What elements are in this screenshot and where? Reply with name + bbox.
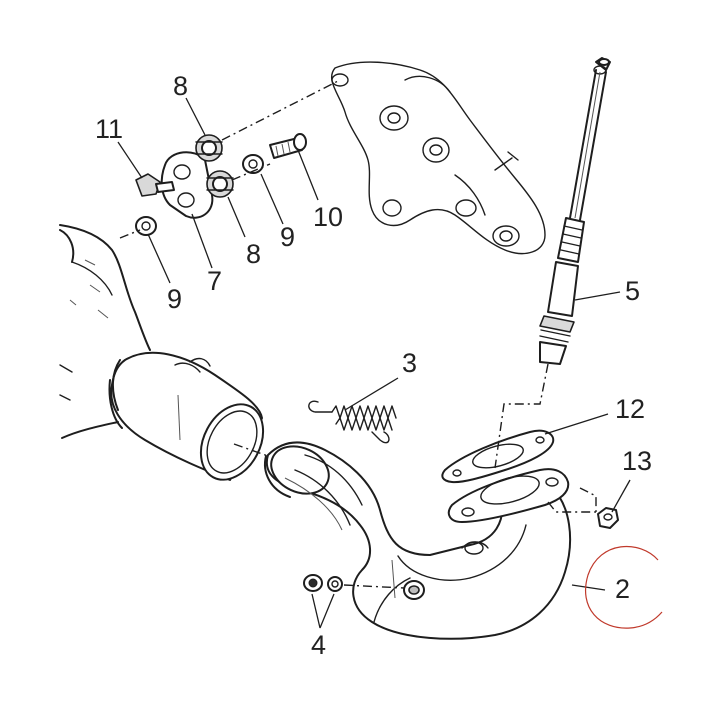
callout-5: 5 [625, 276, 640, 306]
callout-8-lower: 8 [246, 239, 261, 269]
callout-13: 13 [622, 446, 652, 476]
drain-bolt [303, 574, 343, 592]
assembly-line-pipe [233, 443, 269, 457]
pulley-upper [195, 134, 223, 162]
silencer-body [59, 224, 151, 439]
frame-bracket [330, 61, 546, 255]
leader-lines [117, 97, 631, 629]
callout-9-right: 9 [280, 222, 295, 252]
washer-left [135, 216, 157, 236]
link-pipe [108, 351, 265, 481]
callout-11: 11 [95, 114, 123, 144]
callout-9-left: 9 [167, 284, 182, 314]
pulley-bracket [160, 151, 214, 219]
flange [447, 468, 570, 523]
callout-12: 12 [615, 394, 645, 424]
pulley-lower [206, 170, 234, 198]
callout-10: 10 [313, 202, 343, 232]
bolt-10 [269, 133, 307, 159]
knob-11 [135, 173, 175, 197]
gasket [441, 429, 555, 484]
assembly-line-nut [547, 487, 597, 513]
callout-7: 7 [207, 266, 222, 296]
washer-right [242, 154, 264, 174]
spring [308, 400, 397, 444]
callout-2: 2 [615, 574, 630, 604]
callout-8-upper: 8 [173, 71, 188, 101]
highlight-circle [585, 545, 663, 629]
oxygen-sensor [494, 57, 611, 469]
nut [597, 507, 619, 529]
callout-3: 3 [402, 348, 417, 378]
callout-4: 4 [311, 630, 326, 660]
assembly-axis [119, 79, 341, 239]
header-pipe [264, 441, 572, 640]
